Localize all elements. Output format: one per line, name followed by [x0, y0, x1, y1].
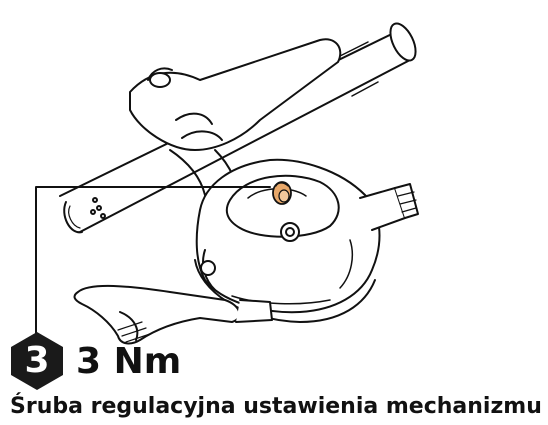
step-badge: [11, 332, 63, 390]
adjustment-screw: [272, 181, 292, 205]
step-number: 3: [24, 340, 50, 381]
shift-lever: [73, 284, 273, 345]
shifter-body: [194, 158, 419, 323]
torque-value: 3 Nm: [76, 340, 182, 382]
brake-clamp: [129, 38, 342, 206]
pointer-line: [35, 186, 271, 339]
caption: Śruba regulacyjna ustawienia mechanizmu: [10, 394, 542, 419]
